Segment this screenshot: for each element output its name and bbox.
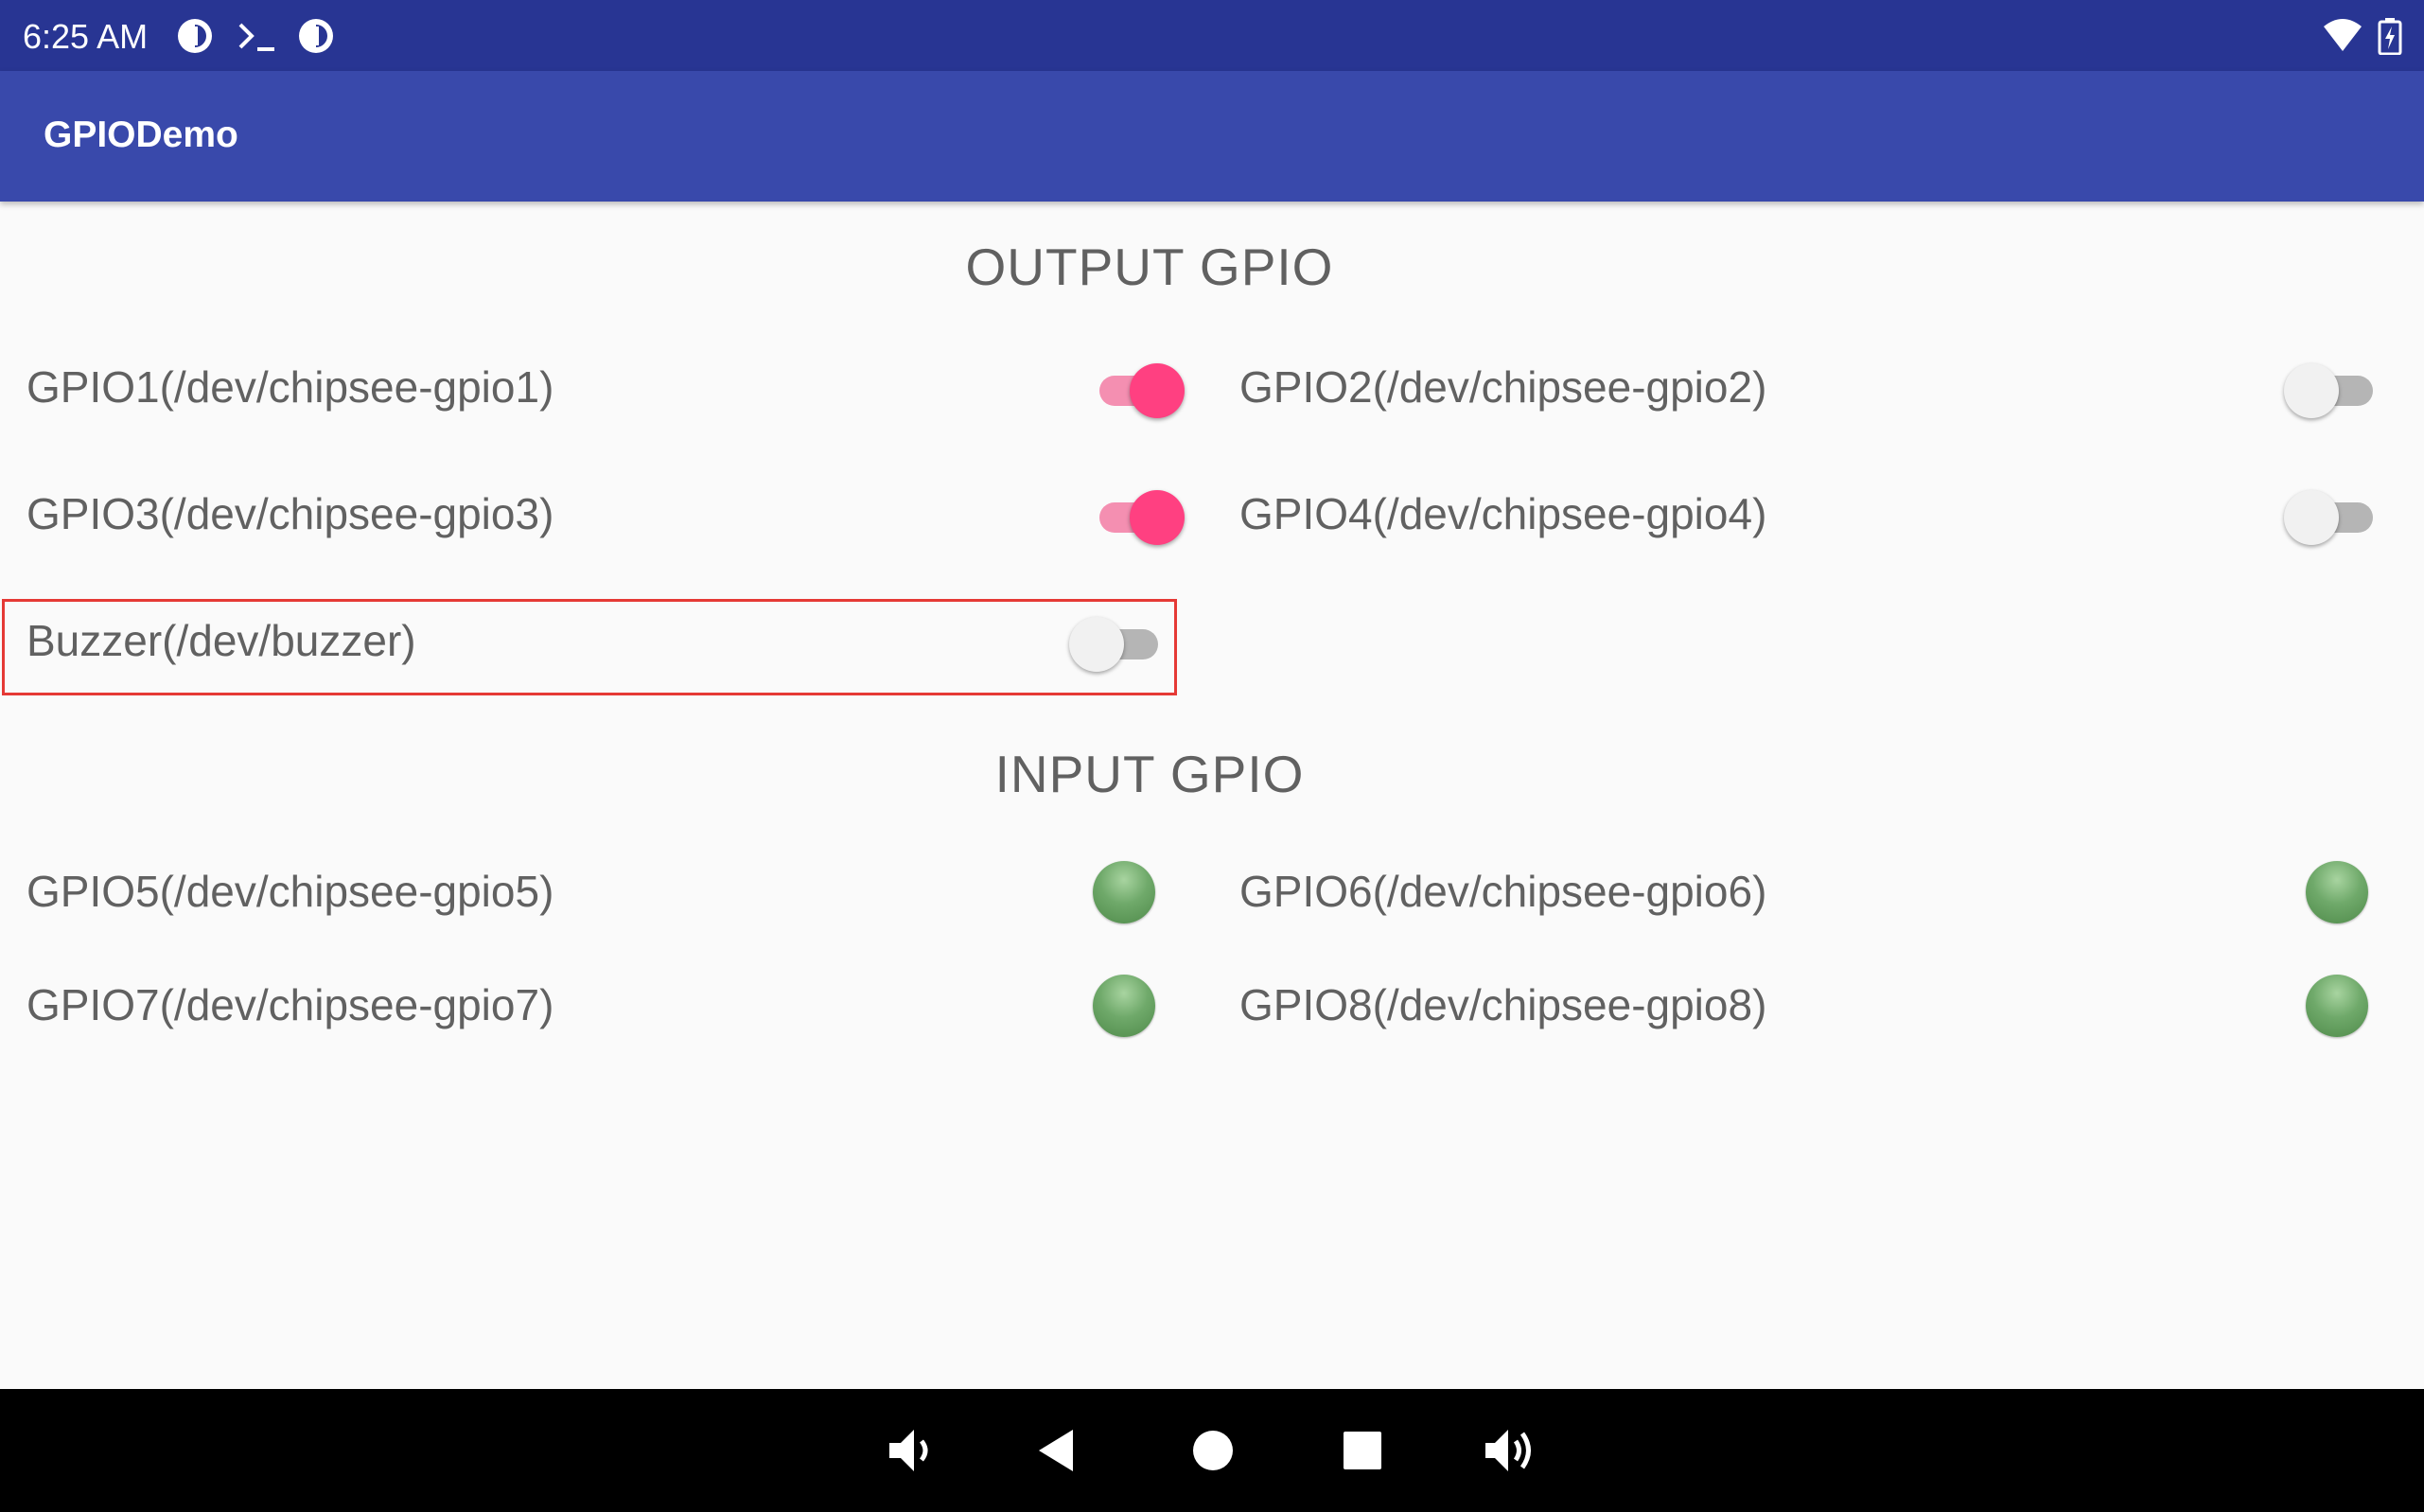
buzzer-highlight-box <box>2 599 1177 695</box>
gpio2-row: GPIO2(/dev/chipsee-gpio2) <box>1213 343 2396 437</box>
output-gpio-heading: OUTPUT GPIO <box>965 237 1334 296</box>
gpio7-label: GPIO7(/dev/chipsee-gpio7) <box>26 980 554 1029</box>
gpio4-row: GPIO4(/dev/chipsee-gpio4) <box>1213 469 2396 564</box>
gpio4-switch[interactable] <box>2282 483 2377 550</box>
gpio6-row: GPIO6(/dev/chipsee-gpio6) <box>1213 847 2396 941</box>
app-notification-icon <box>176 17 214 55</box>
input-gpio-heading: INPUT GPIO <box>994 745 1305 803</box>
gpio2-switch[interactable] <box>2282 357 2377 423</box>
gpio3-row: GPIO3(/dev/chipsee-gpio3) <box>0 469 1185 564</box>
gpio2-label: GPIO2(/dev/chipsee-gpio2) <box>1239 362 1767 412</box>
gpio8-led-indicator <box>2306 975 2368 1037</box>
status-time: 6:25 AM <box>23 17 149 56</box>
gpio5-row: GPIO5(/dev/chipsee-gpio5) <box>0 847 1183 941</box>
gpio1-label: GPIO1(/dev/chipsee-gpio1) <box>26 362 554 412</box>
app-notification-icon <box>297 17 335 55</box>
volume-up-icon[interactable] <box>1480 1420 1540 1481</box>
terminal-icon <box>237 17 274 55</box>
gpio7-row: GPIO7(/dev/chipsee-gpio7) <box>0 960 1183 1055</box>
buzzer-switch[interactable] <box>1067 610 1162 677</box>
gpio8-label: GPIO8(/dev/chipsee-gpio8) <box>1239 980 1767 1029</box>
gpio6-label: GPIO6(/dev/chipsee-gpio6) <box>1239 867 1767 916</box>
gpio8-row: GPIO8(/dev/chipsee-gpio8) <box>1213 960 2396 1055</box>
gpio4-label: GPIO4(/dev/chipsee-gpio4) <box>1239 489 1767 538</box>
wifi-icon <box>2322 17 2362 55</box>
gpio1-switch[interactable] <box>1090 357 1185 423</box>
gpio5-label: GPIO5(/dev/chipsee-gpio5) <box>26 867 554 916</box>
gpio5-led-indicator <box>1093 861 1155 923</box>
buzzer-row: Buzzer(/dev/buzzer) <box>0 596 1183 691</box>
volume-down-icon[interactable] <box>882 1420 942 1481</box>
app-title: GPIODemo <box>44 114 238 155</box>
gpio7-led-indicator <box>1093 975 1155 1037</box>
gpio3-switch[interactable] <box>1090 483 1185 550</box>
gpio6-led-indicator <box>2306 861 2368 923</box>
back-icon[interactable] <box>1031 1420 1092 1481</box>
battery-charging-icon <box>2377 17 2403 56</box>
buzzer-label: Buzzer(/dev/buzzer) <box>26 616 416 665</box>
status-bar: 6:25 AM <box>0 0 2424 71</box>
recents-icon[interactable] <box>1332 1420 1393 1481</box>
app-bar: GPIODemo <box>0 71 2424 202</box>
gpio3-label: GPIO3(/dev/chipsee-gpio3) <box>26 489 554 538</box>
gpio1-row: GPIO1(/dev/chipsee-gpio1) <box>0 343 1185 437</box>
home-icon[interactable] <box>1183 1420 1243 1481</box>
navigation-bar <box>0 1389 2424 1512</box>
